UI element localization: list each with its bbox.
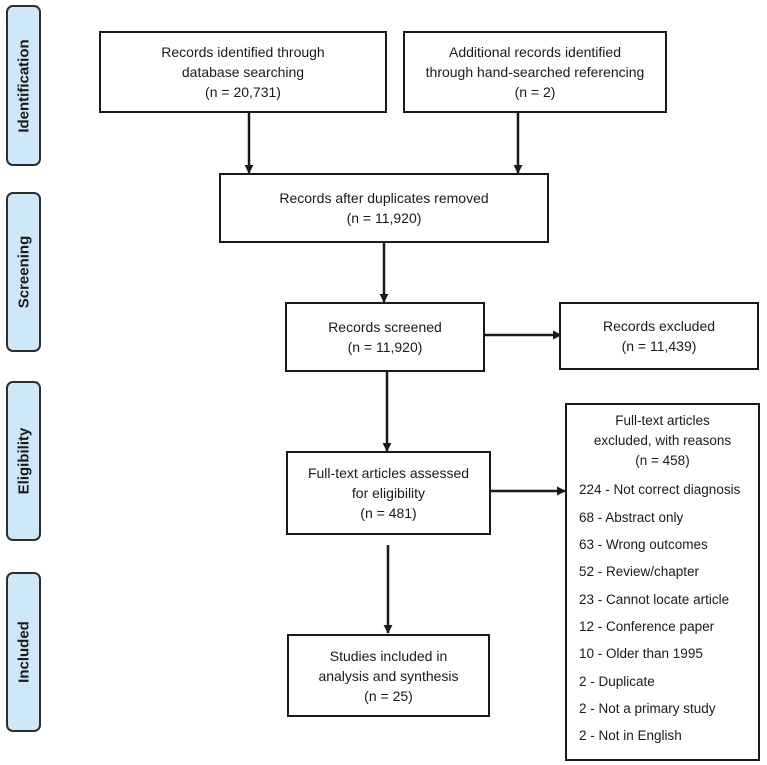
box-records-excluded: Records excluded (n = 11,439) [559, 302, 759, 370]
box-studies-included: Studies included in analysis and synthes… [287, 634, 490, 717]
fulltext-excluded-heading: Full-text articles excluded, with reason… [567, 405, 758, 471]
phase-eligibility: Eligibility [6, 381, 41, 541]
exclusion-reason: 12 - Conference paper [579, 619, 715, 634]
included-line-1: Studies included in [329, 647, 448, 664]
fulltext-excluded-line-2: excluded, with reasons [593, 433, 732, 448]
exclusion-reason: 2 - Not a primary study [579, 701, 716, 716]
phase-screening: Screening [6, 192, 41, 352]
assessed-line-2: for eligibility [351, 485, 426, 501]
exclusion-reason: 23 - Cannot locate article [579, 592, 730, 607]
fulltext-excluded-count: (n = 458) [635, 453, 690, 468]
database-line-2: database searching [181, 64, 305, 80]
phase-identification: Identification [6, 5, 41, 166]
exclusion-reason: 68 - Abstract only [579, 510, 684, 525]
included-count: (n = 25) [364, 687, 413, 704]
duplicates-line-1: Records after duplicates removed [279, 190, 489, 206]
assessed-line-1: Full-text articles assessed [307, 465, 470, 481]
box-records-screened: Records screened (n = 11,920) [285, 302, 485, 372]
screened-count: (n = 11,920) [347, 339, 423, 355]
hand-search-line-1: Additional records identified [449, 44, 621, 60]
box-fulltext-excluded: Full-text articles excluded, with reason… [565, 403, 760, 761]
box-hand-search: Additional records identified through ha… [403, 31, 667, 113]
fulltext-excluded-line-1: Full-text articles [615, 413, 710, 428]
exclusion-reason: 10 - Older than 1995 [579, 646, 703, 661]
exclusion-reason: 63 - Wrong outcomes [579, 537, 708, 552]
excluded-count: (n = 11,439) [621, 338, 697, 354]
exclusion-reason: 224 - Not correct diagnosis [579, 482, 741, 497]
box-duplicates-removed: Records after duplicates removed (n = 11… [219, 173, 549, 243]
box-fulltext-assessed: Full-text articles assessed for eligibil… [286, 451, 491, 535]
hand-search-count: (n = 2) [514, 84, 556, 100]
box-database-search: Records identified through database sear… [99, 31, 387, 113]
exclusion-reason: 2 - Not in English [579, 728, 682, 743]
database-count: (n = 20,731) [205, 84, 281, 100]
duplicates-count: (n = 11,920) [346, 210, 422, 226]
screened-line-1: Records screened [328, 319, 442, 335]
included-line-2: analysis and synthesis [318, 667, 459, 684]
assessed-count: (n = 481) [360, 505, 417, 521]
exclusion-reason: 2 - Duplicate [579, 674, 655, 689]
database-line-1: Records identified through [161, 44, 325, 60]
excluded-line-1: Records excluded [602, 318, 716, 334]
hand-search-line-2: through hand-searched referencing [425, 64, 645, 80]
phase-included: Included [6, 572, 41, 732]
exclusion-reason: 52 - Review/chapter [579, 564, 700, 579]
